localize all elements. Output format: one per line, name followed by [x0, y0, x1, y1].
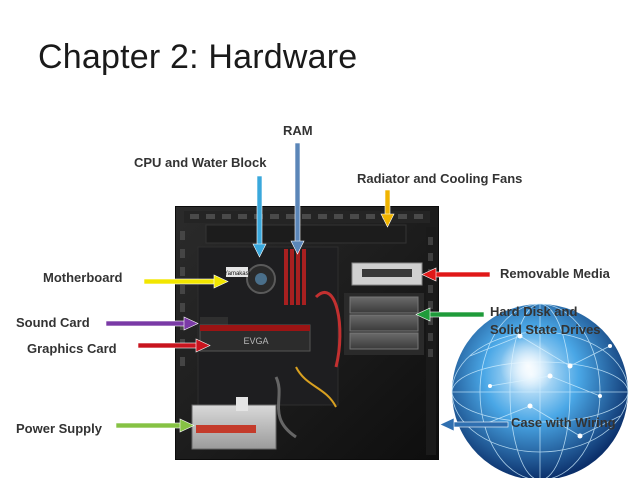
globe-decoration: [440, 296, 638, 478]
label-hard-disk-line1: Hard Disk and: [490, 304, 578, 319]
label-removable-media: Removable Media: [500, 266, 610, 281]
label-ram: RAM: [283, 123, 313, 138]
computer-case-photo: Yamakasi EVGA: [175, 206, 439, 460]
globe-network-icon: [451, 303, 629, 478]
label-motherboard: Motherboard: [43, 270, 123, 285]
label-hard-disk-line2: Solid State Drives: [490, 322, 601, 337]
label-graphics-card: Graphics Card: [27, 341, 117, 356]
label-hard-disk-ssd: Hard Disk and Solid State Drives: [490, 303, 620, 339]
gpu-brand-text: EVGA: [243, 336, 268, 346]
block-brand-text: Yamakasi: [224, 271, 250, 277]
label-radiator-fans: Radiator and Cooling Fans: [357, 171, 523, 186]
label-cpu-water-block: CPU and Water Block: [134, 155, 267, 170]
label-sound-card: Sound Card: [16, 315, 90, 330]
label-power-supply: Power Supply: [16, 421, 102, 436]
case-interior-illustration: Yamakasi EVGA: [176, 207, 438, 459]
slide-title: Chapter 2: Hardware: [38, 38, 358, 76]
label-case-wiring: Case with Wiring: [511, 415, 616, 430]
